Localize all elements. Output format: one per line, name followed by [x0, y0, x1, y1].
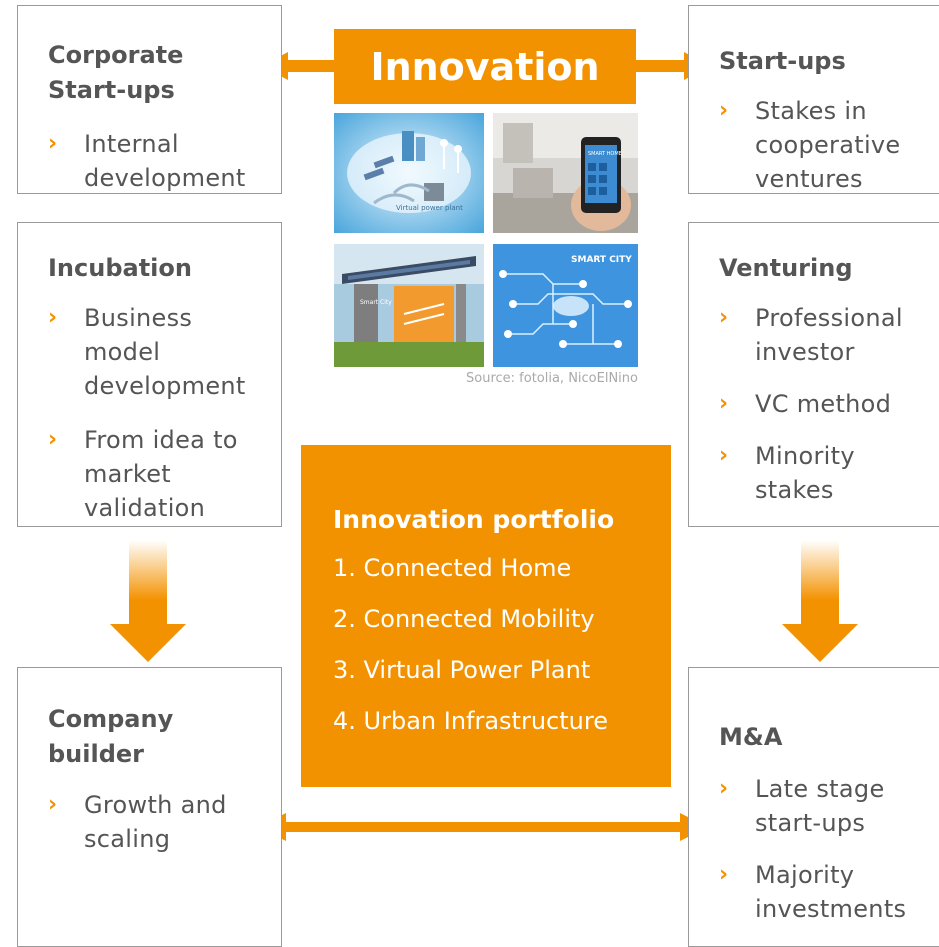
photo-source-note: Source: fotolia, NicoElNino — [466, 371, 638, 386]
bullet-chevron-icon: › — [719, 776, 729, 801]
bullet-chevron-icon: › — [48, 131, 58, 156]
bullet-chevron-icon: › — [719, 305, 729, 330]
bullet-chevron-icon: › — [719, 443, 729, 468]
box-title: Venturing — [719, 254, 853, 282]
bullet-chevron-icon: › — [48, 427, 58, 452]
photo-smart-home: SMART HOME — [493, 113, 638, 233]
portfolio-item: 3. Virtual Power Plant — [333, 656, 591, 684]
photo-virtual-power-plant: Virtual power plant — [334, 113, 484, 233]
bullet-text: VC method — [755, 390, 892, 418]
photo-caption-smart-city: SMART CITY — [571, 255, 632, 265]
box-title: Company builder — [48, 705, 174, 768]
box-title: Start-ups — [719, 47, 846, 75]
bullet-chevron-icon: › — [48, 305, 58, 330]
bullet-text: Professional investor — [755, 304, 903, 366]
bullet-text: Late stage start-ups — [755, 775, 885, 837]
portfolio-item: 4. Urban Infrastructure — [333, 707, 608, 735]
portfolio-item: 2. Connected Mobility — [333, 605, 595, 633]
box-corporate-startups: Corporate Start-ups › Internal developme… — [17, 5, 282, 194]
bullet-chevron-icon: › — [48, 792, 58, 817]
bullet-chevron-icon: › — [719, 98, 729, 123]
bullet-text: Growth and scaling — [84, 791, 227, 853]
box-title: Corporate Start-ups — [48, 41, 184, 104]
box-title: Incubation — [48, 254, 192, 282]
bullet-text: From idea to market validation — [84, 426, 238, 522]
bullet-text: Minority stakes — [755, 442, 855, 504]
bullet-text: Stakes in cooperative ventures — [755, 97, 901, 193]
photo-caption-smart-home: SMART HOME — [588, 151, 622, 157]
bullet-chevron-icon: › — [719, 862, 729, 887]
bullet-chevron-icon: › — [719, 391, 729, 416]
innovation-banner: Innovation — [334, 29, 636, 104]
photo-caption-virtual-power-plant: Virtual power plant — [396, 204, 463, 212]
double-arrow-company-builder-ma — [258, 813, 708, 841]
photo-solar-carport: Smart City — [334, 244, 484, 367]
box-ma: M&A › Late stage start-ups › Majority in… — [688, 667, 939, 947]
box-title: M&A — [719, 723, 783, 751]
box-incubation: Incubation › Business model development … — [17, 222, 282, 527]
box-venturing: Venturing › Professional investor › VC m… — [688, 222, 939, 527]
arrow-incubation-to-company-builder — [110, 540, 186, 662]
photo-smart-city: SMART CITY — [493, 244, 638, 367]
portfolio-title: Innovation portfolio — [333, 505, 615, 534]
bullet-text: Majority investments — [755, 861, 907, 923]
box-startups: Start-ups › Stakes in cooperative ventur… — [688, 5, 939, 194]
portfolio-item: 1. Connected Home — [333, 554, 572, 582]
arrow-venturing-to-ma — [782, 540, 858, 662]
innovation-portfolio: Innovation portfolio 1. Connected Home 2… — [301, 445, 671, 787]
box-company-builder: Company builder › Growth and scaling — [17, 667, 282, 947]
innovation-label: Innovation — [370, 44, 600, 89]
photo-caption-solar-carport: Smart City — [360, 299, 392, 306]
bullet-text: Business model development — [84, 304, 246, 400]
bullet-text: Internal development — [84, 130, 246, 192]
